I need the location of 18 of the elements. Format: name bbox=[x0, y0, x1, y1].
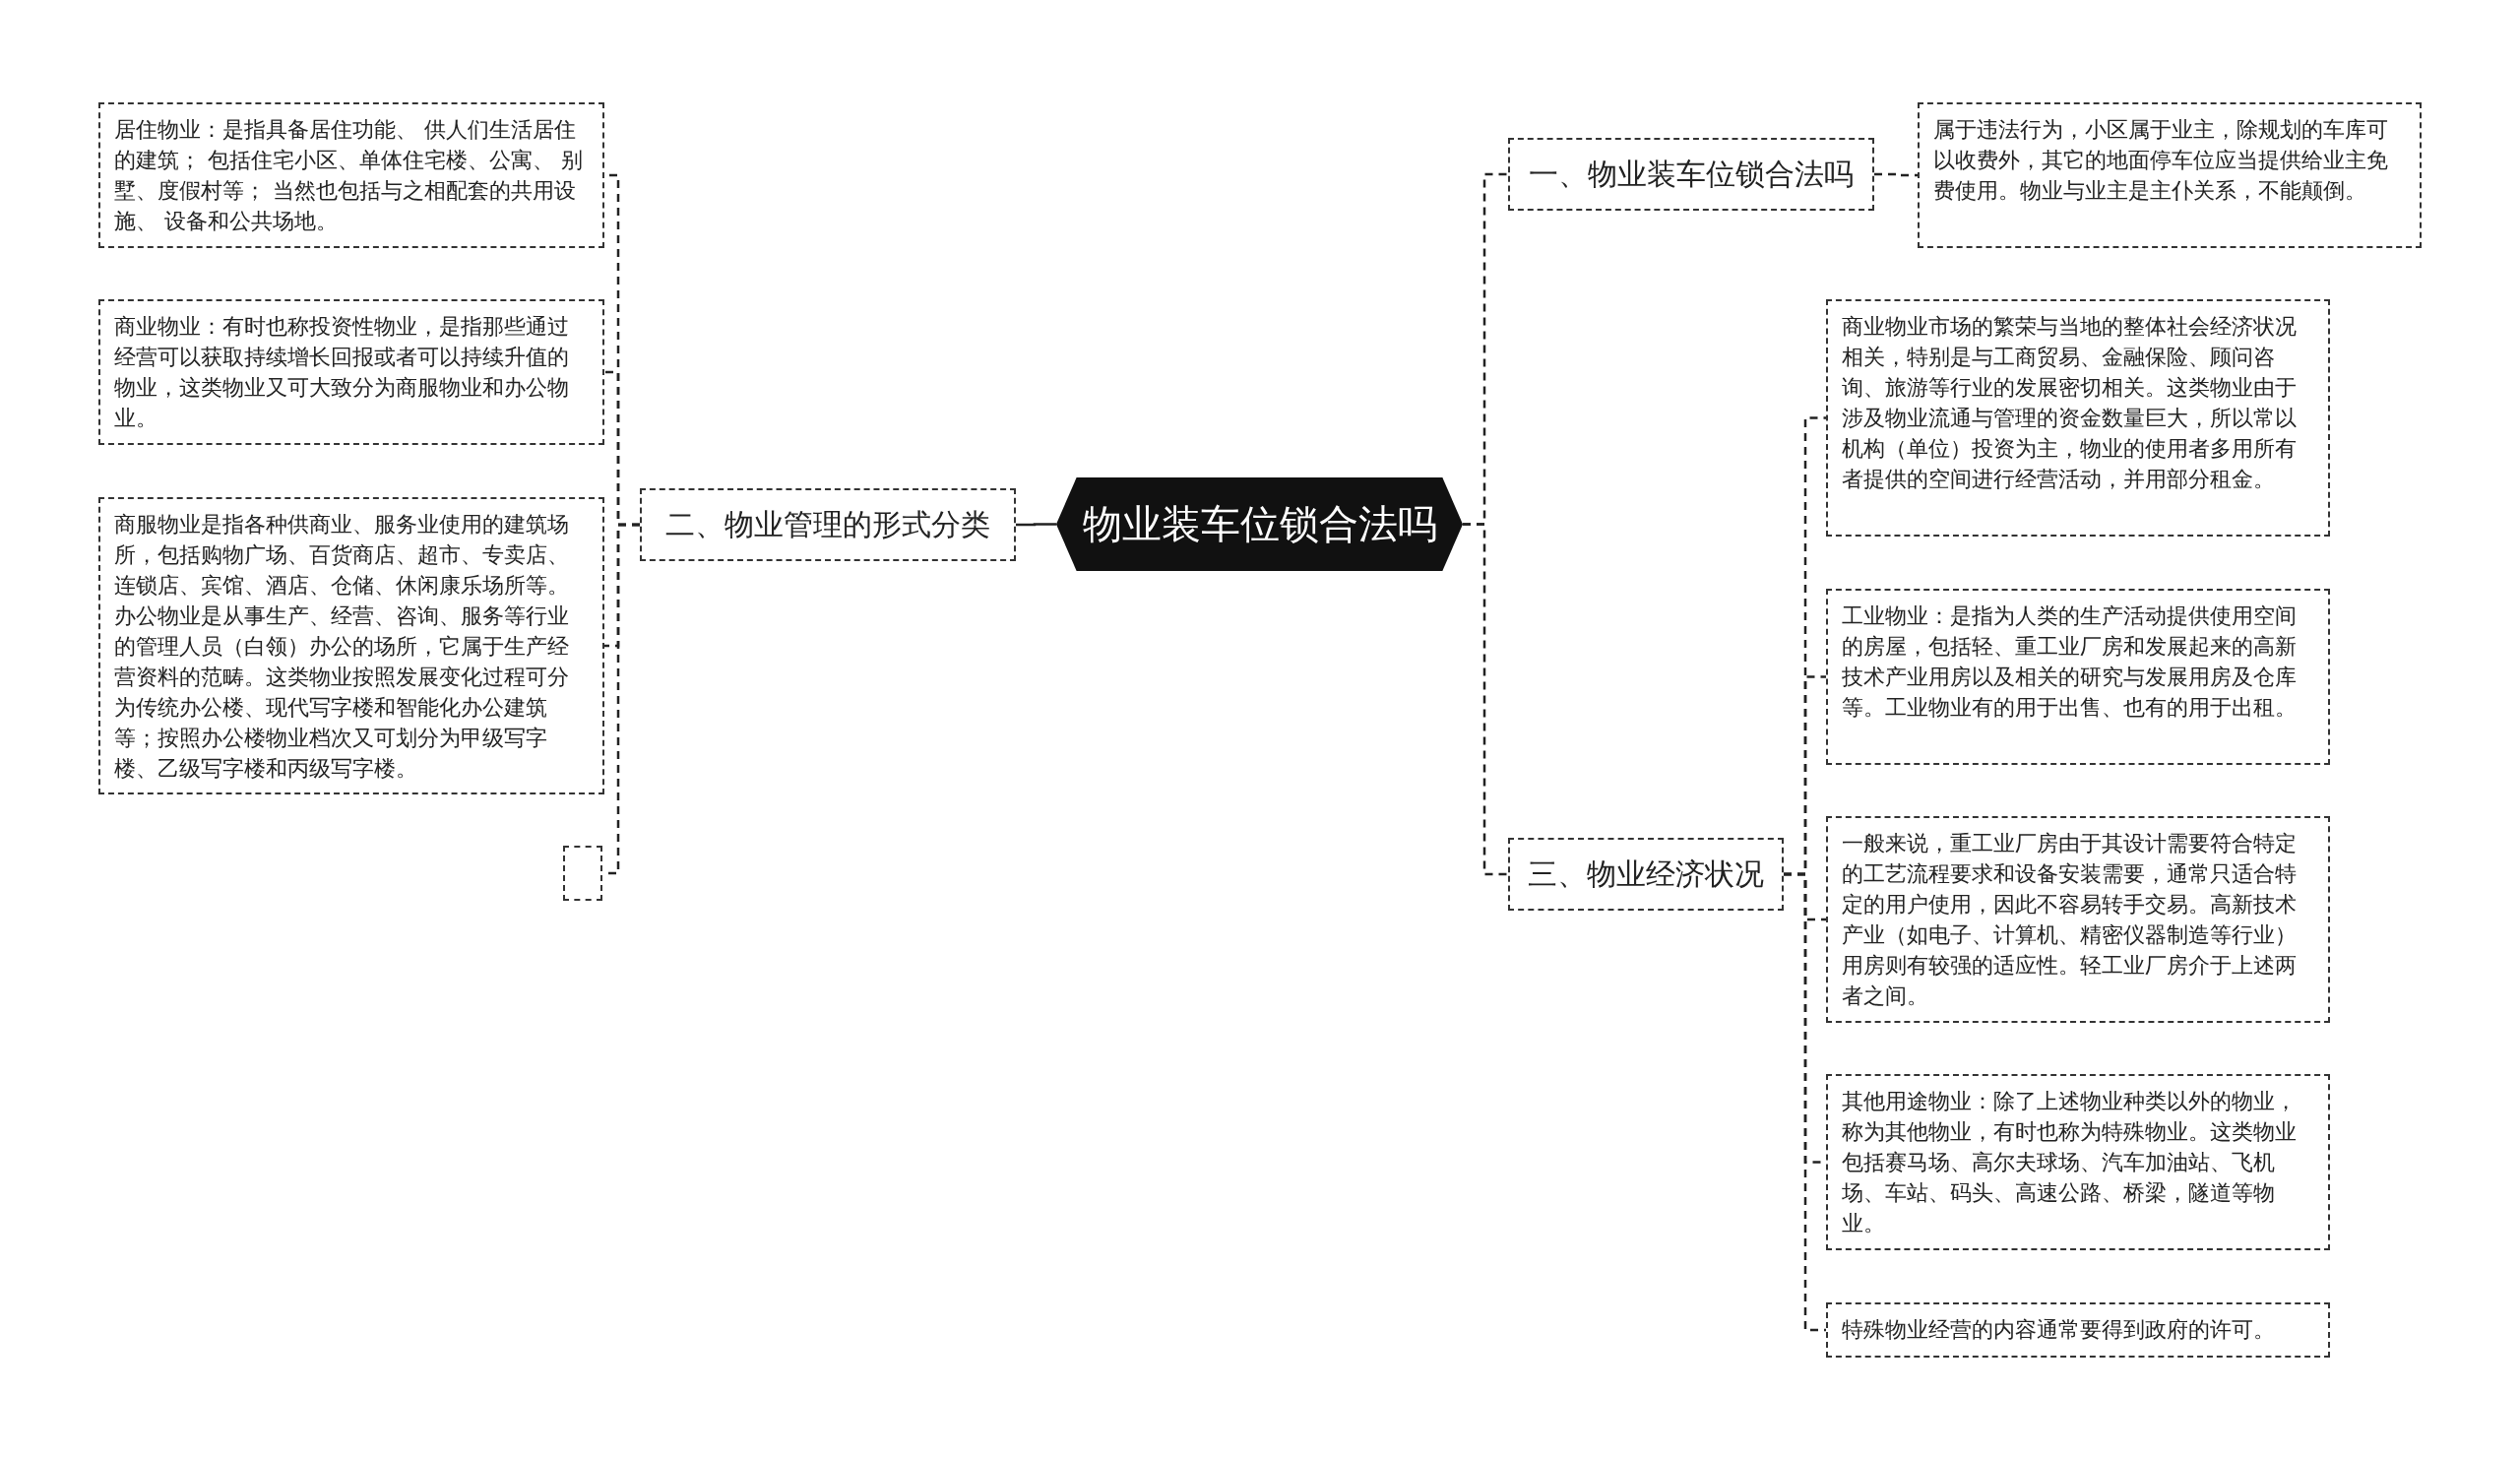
note-box: 居住物业：是指具备居住功能、 供人们生活居住的建筑； 包括住宅小区、单体住宅楼、公寓、 别墅、度假村等； 当然也包括与之相配套的共用设施、 设备和公共场地。 bbox=[98, 102, 604, 248]
note-box: 商服物业是指各种供商业、服务业使用的建筑场所，包括购物广场、百货商店、超市、专卖店、连锁店、宾馆、酒店、仓储、休闲康乐场所等。办公物业是从事生产、经营、咨询、服务等行业的管理人员（白领）办公的场所，它属于生产经营资料的范畴。这类物业按照发展变化过程可分为传统办公楼、现代写字楼和智能化办公建筑等；按照办公楼物业档次又可划分为甲级写字楼、乙级写字楼和丙级写字楼。 bbox=[98, 497, 604, 794]
topic-box: 三、物业经济状况 bbox=[1508, 838, 1784, 911]
note-box: 其他用途物业：除了上述物业种类以外的物业，称为其他物业，有时也称为特殊物业。这类物业包括赛马场、高尔夫球场、汽车加油站、飞机场、车站、码头、高速公路、桥梁，隧道等物业。 bbox=[1826, 1074, 2330, 1250]
note-box: 一般来说，重工业厂房由于其设计需要符合特定的工艺流程要求和设备安装需要，通常只适合特定的用户使用，因此不容易转手交易。高新技术产业（如电子、计算机、精密仪器制造等行业）用房则有较强的适应性。轻工业厂房介于上述两者之间。 bbox=[1826, 816, 2330, 1023]
note-box: 属于违法行为，小区属于业主，除规划的车库可以收费外，其它的地面停车位应当提供给业主免费使用。物业与业主是主仆关系，不能颠倒。 bbox=[1918, 102, 2422, 248]
connector-line bbox=[1463, 523, 1508, 876]
topic-box: 一、物业装车位锁合法吗 bbox=[1508, 138, 1874, 211]
connector-line bbox=[1874, 172, 1918, 177]
central-topic: 物业装车位锁合法吗 bbox=[1056, 477, 1463, 571]
note-box: 商业物业：有时也称投资性物业，是指那些通过经营可以获取持续增长回报或者可以持续升值的物业，这类物业又可大致分为商服物业和办公物业。 bbox=[98, 299, 604, 445]
empty-box bbox=[563, 846, 602, 901]
connector-line bbox=[1784, 872, 1826, 1332]
note-box: 特殊物业经营的内容通常要得到政府的许可。 bbox=[1826, 1302, 2330, 1358]
topic-box: 二、物业管理的形式分类 bbox=[640, 488, 1016, 561]
note-box: 工业物业：是指为人类的生产活动提供使用空间的房屋，包括轻、重工业厂房和发展起来的高新技术产业用房以及相关的研究与发展用房及仓库等。工业物业有的用于出售、也有的用于出租。 bbox=[1826, 589, 2330, 765]
connector-line bbox=[1016, 523, 1056, 527]
note-box: 商业物业市场的繁荣与当地的整体社会经济状况相关，特别是与工商贸易、金融保险、顾问咨询、旅游等行业的发展密切相关。这类物业由于涉及物业流通与管理的资金数量巨大，所以常以机构（单位）投资为主，物业的使用者多用所有者提供的空间进行经营活动，并用部分租金。 bbox=[1826, 299, 2330, 537]
